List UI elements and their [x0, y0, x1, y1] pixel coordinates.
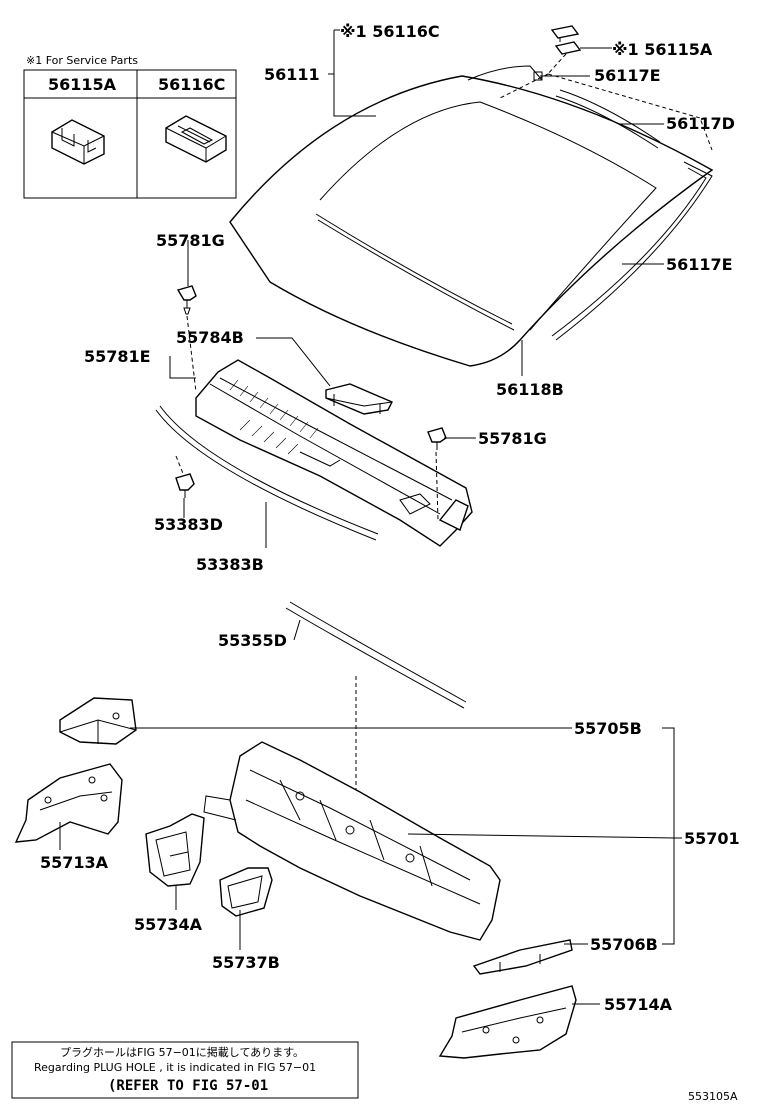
label-55355D: 55355D — [218, 631, 287, 650]
note-line-jp: プラグホールはFIG 57−01に掲載してあります。 — [60, 1045, 304, 1059]
note-box: プラグホールはFIG 57−01に掲載してあります。 Regarding PLU… — [11, 1041, 359, 1099]
bracket-55706B — [472, 939, 573, 975]
clip-55781G-top — [176, 285, 197, 315]
label-56118B: 56118B — [496, 380, 564, 399]
clip-53383D — [175, 473, 195, 498]
bracket-55737B — [219, 867, 273, 917]
weatherstrip-53383B — [155, 405, 379, 541]
panel-55713A — [14, 763, 123, 843]
label-56111: 56111 — [264, 65, 320, 84]
molding-56117D — [555, 89, 661, 149]
note-line-en: Regarding PLUG HOLE , it is indicated in… — [34, 1061, 316, 1074]
clip-55781G-mid — [427, 427, 447, 450]
part-labels: ※1 56116C ※1 56115A 56111 56117E 56117D … — [40, 22, 740, 1014]
leader-lines — [59, 29, 682, 1005]
label-55781G-mid: 55781G — [478, 429, 547, 448]
label-56116C: ※1 56116C — [340, 22, 440, 41]
cowl-panel-55701 — [203, 741, 501, 941]
label-56117E-right: 56117E — [666, 255, 733, 274]
label-55781G-top: 55781G — [156, 231, 225, 250]
seal-55355D — [285, 601, 467, 709]
label-55713A: 55713A — [40, 853, 109, 872]
clip-56115A-drawing — [51, 119, 105, 165]
label-55737B: 55737B — [212, 953, 280, 972]
service-col2-label: 56116C — [158, 75, 225, 94]
label-55781E: 55781E — [84, 347, 151, 366]
label-55784B: 55784B — [176, 328, 244, 347]
bracket-55705B — [59, 697, 137, 745]
label-56115A: ※1 56115A — [612, 40, 713, 59]
label-56117D: 56117D — [666, 114, 735, 133]
molding-56117E-right — [551, 161, 713, 341]
windshield-glass-56111 — [229, 65, 714, 367]
label-55714A: 55714A — [604, 995, 673, 1014]
service-parts-box: ※1 For Service Parts 56115A 56116C — [23, 54, 237, 199]
label-53383D: 53383D — [154, 515, 223, 534]
label-55706B: 55706B — [590, 935, 658, 954]
label-56117E-top: 56117E — [594, 66, 661, 85]
label-55701: 55701 — [684, 829, 740, 848]
label-55734A: 55734A — [134, 915, 203, 934]
cowl-top-panel — [195, 359, 473, 547]
panel-55714A — [438, 985, 577, 1059]
bracket-56116C-drawing — [165, 115, 227, 163]
bracket-55784B — [325, 383, 393, 415]
service-col1-label: 56115A — [48, 75, 117, 94]
clips-top — [533, 25, 582, 81]
bracket-55734A — [145, 813, 205, 887]
label-55705B: 55705B — [574, 719, 642, 738]
refer-to-fig: (REFER TO FIG 57-01 — [108, 1078, 268, 1094]
figure-id: 553105A — [688, 1090, 738, 1103]
label-53383B: 53383B — [196, 555, 264, 574]
service-note: ※1 For Service Parts — [26, 54, 138, 67]
